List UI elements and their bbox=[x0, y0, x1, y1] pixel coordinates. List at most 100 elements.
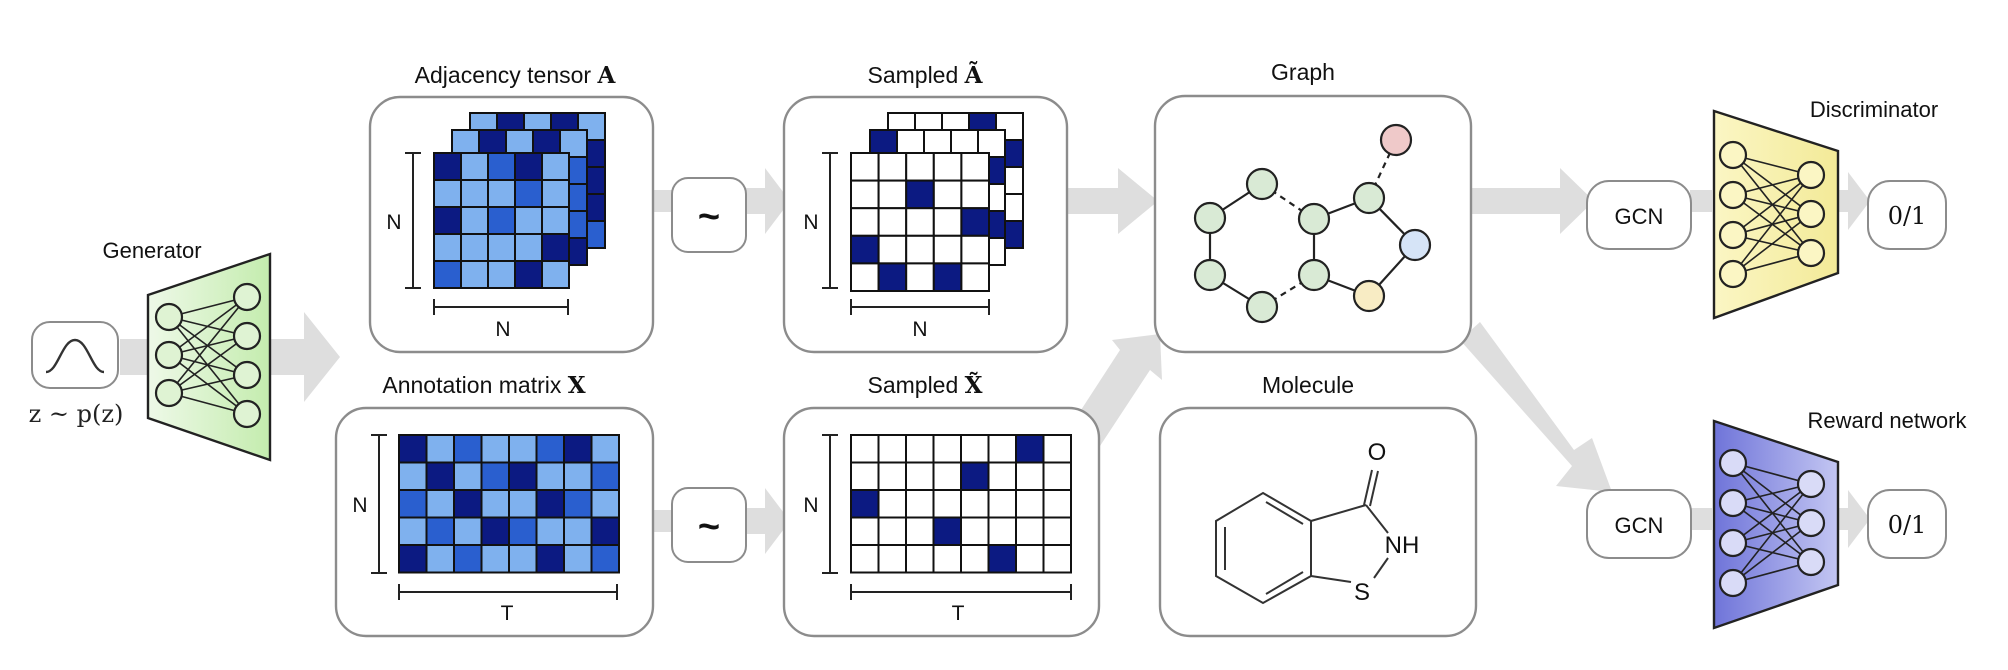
discriminator-neurons bbox=[1718, 140, 1826, 289]
reward-edge bbox=[1732, 483, 1812, 584]
atom-sulfur: S bbox=[1354, 579, 1370, 606]
adjacency-layer-front-cell bbox=[433, 179, 462, 208]
generator-neuron bbox=[154, 378, 184, 408]
annotation-matrix-cell bbox=[398, 461, 428, 491]
discriminator-network: Discriminator bbox=[1712, 97, 1938, 320]
annotation-matrix-cell bbox=[480, 489, 510, 519]
sampled-annotation-matrix-cell bbox=[960, 544, 990, 574]
sampled-adjacency-layer-front-cell bbox=[905, 179, 935, 210]
adjacency-layer-front-cell bbox=[433, 260, 462, 289]
sampled-adjacency-n-left: N bbox=[803, 211, 818, 234]
sampled-annotation-matrix-cell bbox=[850, 434, 880, 464]
adjacency-layer-front-cell bbox=[433, 206, 462, 235]
sampled-annotation-matrix-cell bbox=[905, 489, 935, 519]
molecule-title: Molecule bbox=[1262, 372, 1354, 398]
adjacency-layer-front-cell bbox=[541, 179, 570, 208]
reward-edge bbox=[1732, 483, 1812, 544]
sampled-adjacency-title: Sampled Ã bbox=[867, 62, 983, 89]
sampled-adjacency-layer-front-cell bbox=[850, 152, 880, 182]
adjacency-layer-front-cell bbox=[460, 152, 489, 181]
annotation-matrix-cell bbox=[535, 434, 565, 464]
sampled-annotation-matrix-cell bbox=[905, 434, 935, 464]
adjacency-layer-front-cell bbox=[541, 206, 570, 235]
annotation-matrix-cell bbox=[563, 461, 593, 491]
discriminator-neuron bbox=[1796, 238, 1826, 268]
annotation-matrix-cell bbox=[425, 544, 455, 574]
sampled-adjacency-layer-front-cell bbox=[932, 262, 963, 292]
arrow-graph-to-gcn-top bbox=[1470, 168, 1594, 234]
gcn-top-label: GCN bbox=[1615, 204, 1664, 229]
sampled-annotation-matrix-cell bbox=[877, 434, 907, 464]
annotation-title: Annotation matrix X bbox=[382, 372, 585, 399]
generator-neurons bbox=[154, 282, 262, 429]
reward-network-label: Reward network bbox=[1808, 408, 1968, 433]
generator-neuron bbox=[232, 282, 262, 312]
adjacency-tensor-grids bbox=[433, 112, 606, 289]
molecule-panel: Molecule O NH S bbox=[1158, 372, 1478, 638]
arrow-adjacency-to-tilde bbox=[652, 190, 672, 212]
graph-node bbox=[1297, 258, 1331, 292]
sampled-annotation-matrix-cell bbox=[960, 461, 990, 491]
annotation-matrix-cell bbox=[508, 461, 538, 491]
graph-node-oxygen bbox=[1379, 123, 1413, 157]
discriminator-edge bbox=[1732, 213, 1812, 275]
adjacency-layer-front-cell bbox=[460, 233, 489, 262]
sampled-annotation-matrix bbox=[850, 434, 1072, 574]
sampled-annotation-matrix-cell bbox=[877, 516, 907, 546]
sampled-annotation-matrix-cell bbox=[987, 516, 1017, 546]
annotation-matrix-cell bbox=[398, 544, 428, 574]
sampled-annotation-matrix-cell bbox=[1042, 544, 1072, 574]
sampled-annotation-matrix-cell bbox=[932, 434, 962, 464]
graph-node bbox=[1352, 181, 1386, 215]
annotation-matrix-cell bbox=[590, 434, 620, 464]
graph-title: Graph bbox=[1271, 59, 1335, 85]
reward-edge bbox=[1732, 522, 1812, 584]
arrow-generator-to-matrices bbox=[264, 312, 340, 402]
sampled-adjacency-layer-front-cell bbox=[877, 234, 908, 265]
sampled-adjacency-dimension-n-horizontal: N bbox=[850, 299, 990, 341]
sampled-annotation-matrix-cell bbox=[850, 461, 880, 491]
sampled-annotation-matrix-cell bbox=[1042, 461, 1072, 491]
annotation-matrix-cell bbox=[535, 461, 565, 491]
sampled-annotation-panel: Sampled X̃ N T bbox=[782, 372, 1101, 638]
adjacency-n-bottom: N bbox=[495, 318, 510, 341]
annotation-matrix-cell bbox=[453, 544, 483, 574]
sampled-adjacency-layer-front-cell bbox=[905, 207, 935, 237]
tilde-top-symbol: ~ bbox=[698, 196, 720, 238]
annotation-matrix-cell bbox=[398, 489, 428, 519]
annotation-matrix-cell bbox=[590, 489, 620, 519]
sampled-annotation-matrix-cell bbox=[1042, 516, 1072, 546]
annotation-dimension-n: N bbox=[352, 434, 387, 574]
generator-neuron bbox=[154, 302, 184, 332]
sampled-annotation-matrix-cell bbox=[850, 489, 880, 519]
reward-neurons bbox=[1718, 448, 1826, 598]
sampled-annotation-matrix-cell bbox=[877, 489, 907, 519]
sampled-adjacency-layer-front-cell bbox=[932, 179, 963, 210]
sampled-annotation-matrix-cell bbox=[1015, 544, 1045, 574]
adjacency-title: Adjacency tensor A bbox=[415, 62, 617, 89]
sampled-annotation-matrix-cell bbox=[1015, 434, 1045, 464]
annotation-matrix-cell bbox=[508, 516, 538, 546]
annotation-matrix-cell bbox=[563, 489, 593, 519]
discriminator-neuron bbox=[1718, 220, 1748, 250]
sampled-annotation-matrix-cell bbox=[932, 516, 962, 546]
sampled-adjacency-layer-front-cell bbox=[850, 234, 880, 265]
sampled-adjacency-layer-front-cell bbox=[932, 234, 963, 265]
graph-node bbox=[1245, 167, 1279, 201]
sampled-adjacency-n-bottom: N bbox=[912, 318, 927, 341]
sampled-annotation-matrix-cell bbox=[932, 544, 962, 574]
tilde-sampler-top: ~ bbox=[671, 177, 747, 253]
graph-node bbox=[1245, 290, 1279, 324]
generator-edge bbox=[168, 296, 248, 356]
discriminator-label: Discriminator bbox=[1810, 97, 1938, 122]
annotation-matrix-cell bbox=[425, 489, 455, 519]
sampled-annotation-title: Sampled X̃ bbox=[867, 372, 982, 399]
adjacency-layer-front-cell bbox=[541, 233, 570, 262]
reward-neuron bbox=[1718, 568, 1748, 598]
adjacency-dimension-n-vertical: N bbox=[386, 152, 421, 289]
reward-network: Reward network bbox=[1712, 408, 1968, 630]
reward-neuron bbox=[1796, 469, 1826, 499]
reward-neuron bbox=[1718, 448, 1748, 478]
annotation-matrix-cell bbox=[590, 461, 620, 491]
